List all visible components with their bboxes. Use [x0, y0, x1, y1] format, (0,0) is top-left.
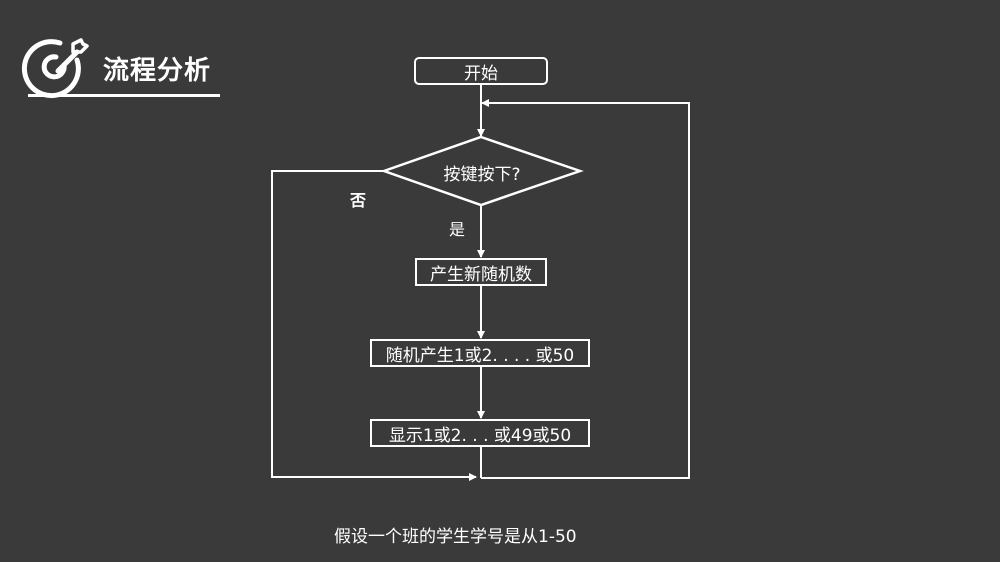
decision-label: 按键按下?	[443, 165, 521, 185]
random-generate-label: 随机产生1或2. . . . 或50	[385, 345, 575, 366]
display-node: 显示1或2. . . 或49或50	[370, 419, 590, 447]
footnote: 假设一个班的学生学号是从1-50	[334, 527, 577, 547]
title-underline	[28, 94, 220, 97]
display-label: 显示1或2. . . 或49或50	[388, 425, 572, 446]
branch-yes-label: 是	[449, 220, 466, 239]
random-generate-node: 随机产生1或2. . . . 或50	[370, 339, 590, 367]
connector-return-loop	[481, 99, 690, 479]
branch-no-label: 否	[350, 191, 367, 210]
start-node: 开始	[414, 57, 548, 85]
new-random-node: 产生新随机数	[415, 258, 547, 286]
page-title: 流程分析	[103, 56, 212, 86]
target-icon	[21, 38, 89, 99]
start-label: 开始	[464, 63, 498, 84]
connector-no-loop	[271, 170, 477, 481]
new-random-label: 产生新随机数	[430, 264, 532, 285]
